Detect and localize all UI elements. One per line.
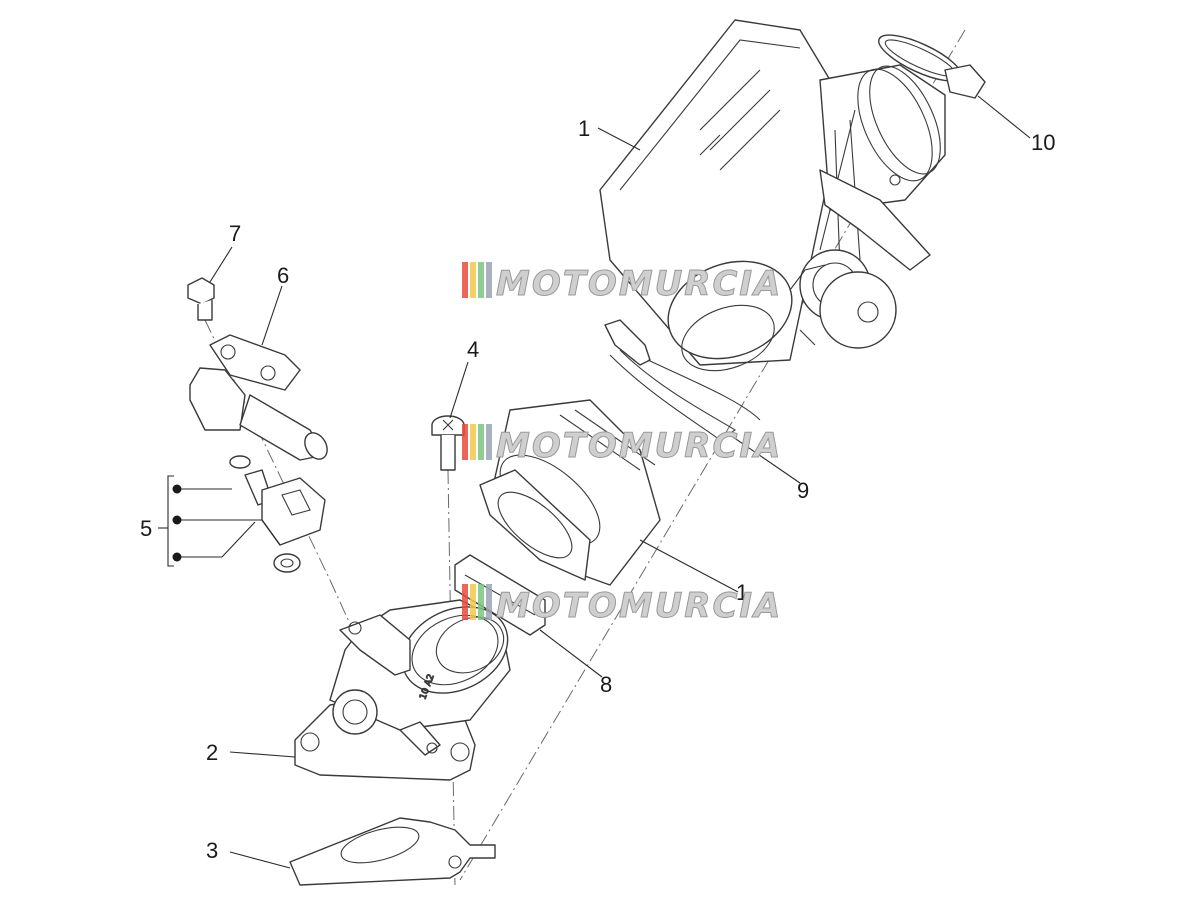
watermark-stripe: [462, 262, 468, 298]
watermark-stripe: [478, 424, 484, 460]
watermark-text: MOTOMURCIA: [496, 426, 782, 466]
watermark-middle: MOTOMURCIA: [462, 424, 782, 467]
injector: [189, 334, 328, 461]
callout-6: 6: [277, 263, 289, 288]
watermark-top: MOTOMURCIA: [462, 262, 782, 305]
watermark-stripe: [470, 262, 476, 298]
callout-10: 10: [1031, 130, 1055, 155]
sensor-kit-bracket: [158, 475, 281, 567]
watermark-stripe: [478, 262, 484, 298]
bolt: [187, 277, 215, 321]
callout-1-spacer: 1: [736, 580, 748, 605]
watermark-text: MOTOMURCIA: [496, 586, 782, 626]
intake-manifold: 10 A2: [294, 599, 511, 781]
watermark-stripe: [478, 584, 484, 620]
watermark-text: MOTOMURCIA: [496, 264, 782, 304]
clamp: [878, 34, 986, 99]
watermark-stripe: [486, 424, 492, 460]
watermark-stripe: [462, 584, 468, 620]
bullet-dot-3: [172, 552, 182, 562]
callout-8: 8: [600, 672, 612, 697]
throttle-spacer: [479, 399, 661, 586]
callout-1: 1: [578, 116, 590, 141]
screw: [431, 415, 465, 471]
callout-9: 9: [797, 478, 809, 503]
callout-5: 5: [140, 516, 152, 541]
callout-2: 2: [206, 740, 218, 765]
callout-7: 7: [229, 221, 241, 246]
callout-3: 3: [206, 838, 218, 863]
clip: [454, 554, 546, 636]
throttle-body: [599, 19, 946, 372]
callout-4: 4: [467, 337, 479, 362]
watermark-bottom: MOTOMURCIA: [462, 584, 782, 627]
callout-labels: 1 1 2 3 4 5 6 7 8 9 10: [140, 116, 1055, 863]
watermark-stripe: [486, 262, 492, 298]
sensor-kit: [229, 455, 326, 573]
gasket: [289, 817, 496, 886]
leader-lines: [209, 95, 1031, 869]
watermark-stripe: [486, 584, 492, 620]
hose-clamp: [604, 319, 761, 441]
watermark-stripe: [470, 584, 476, 620]
watermark-stripe: [470, 424, 476, 460]
bullet-dot-2: [172, 515, 182, 525]
watermark-stripe: [462, 424, 468, 460]
bullet-dot-1: [172, 484, 182, 494]
